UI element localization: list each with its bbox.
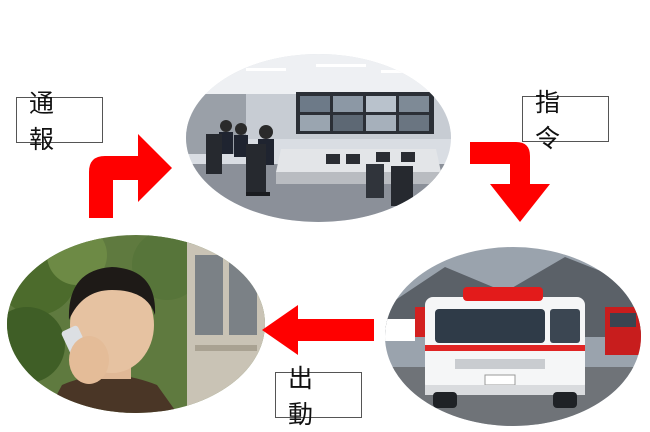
control-room-photo [186,54,451,222]
label-report: 通報 [16,89,103,154]
arrow-report-icon [89,134,172,218]
label-command: 指令 [522,88,609,153]
caller-photo [7,235,265,413]
arrow-dispatch-icon [262,305,374,355]
arrow-command-icon [470,142,550,222]
ambulance-photo [385,247,641,426]
label-dispatch: 出動 [275,364,362,429]
